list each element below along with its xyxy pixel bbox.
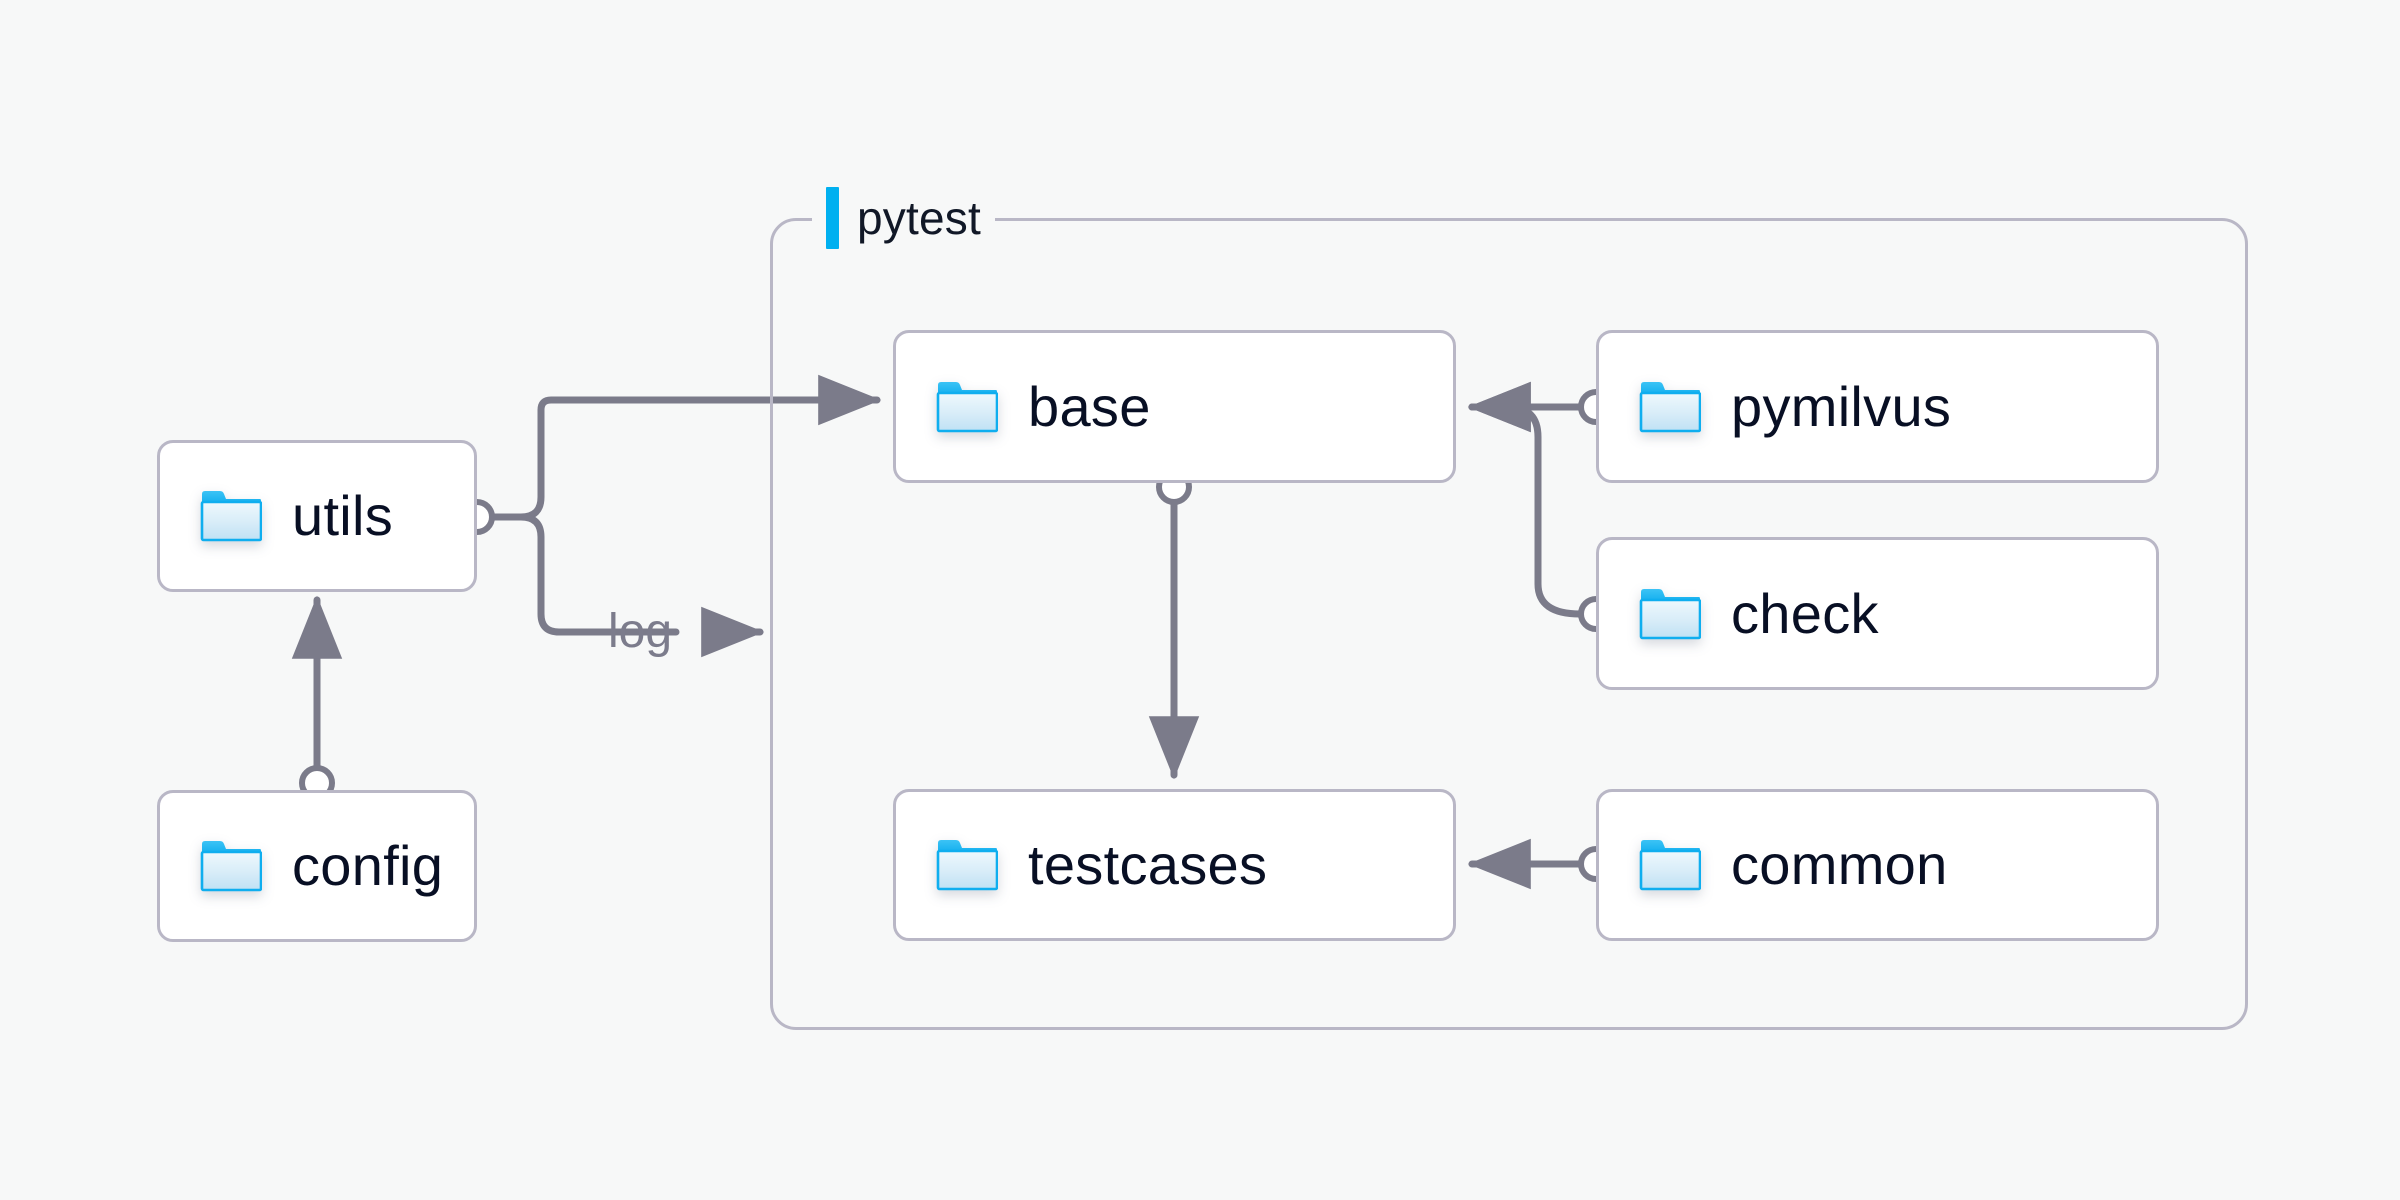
node-utils[interactable]: utils [157, 440, 477, 592]
folder-icon [200, 840, 263, 892]
folder-icon [200, 490, 263, 542]
node-base[interactable]: base [893, 330, 1456, 483]
node-config-label: config [292, 834, 444, 897]
folder-icon [1639, 588, 1702, 640]
group-label-text: pytest [857, 192, 981, 244]
folder-icon [1639, 839, 1702, 891]
node-check[interactable]: check [1596, 537, 2159, 690]
node-check-label: check [1731, 581, 1879, 645]
folder-icon [1639, 381, 1702, 433]
node-testcases-label: testcases [1028, 833, 1268, 896]
node-pymilvus-label: pymilvus [1731, 374, 1952, 438]
node-common-label: common [1731, 833, 1948, 896]
node-pymilvus[interactable]: pymilvus [1596, 330, 2159, 483]
node-common[interactable]: common [1596, 789, 2159, 941]
folder-icon [936, 381, 999, 433]
node-base-label: base [1028, 374, 1151, 438]
node-utils-label: utils [292, 484, 394, 547]
group-accent-bar [826, 187, 839, 249]
folder-icon [936, 839, 999, 891]
group-pytest-label: pytest [812, 187, 995, 249]
node-config[interactable]: config [157, 790, 477, 942]
group-pytest[interactable] [770, 218, 2248, 1030]
edge-label-log: log [608, 605, 673, 658]
node-testcases[interactable]: testcases [893, 789, 1456, 941]
